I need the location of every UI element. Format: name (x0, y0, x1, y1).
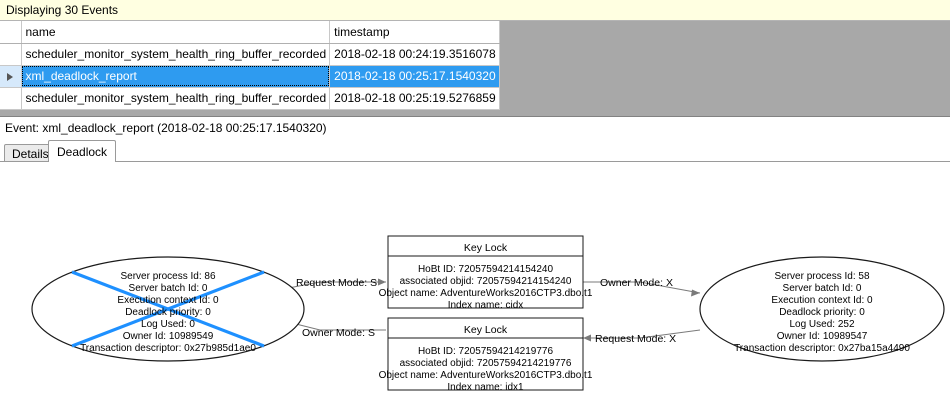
event-detail-header: Event: xml_deadlock_report (2018-02-18 0… (0, 117, 950, 139)
process-left-line-5: Owner Id: 10989549 (123, 331, 214, 342)
row-selector-cell[interactable] (0, 43, 22, 66)
events-banner-label: Displaying 30 Events (6, 3, 119, 17)
key-lock-top[interactable]: Key Lock HoBt ID: 72057594214154240 asso… (379, 235, 593, 311)
column-header-name[interactable]: name (21, 21, 331, 44)
process-left-line-2: Execution context Id: 0 (117, 295, 219, 306)
key-lock-top-shape[interactable] (387, 235, 584, 309)
key-lock-top-line-1: associated objid: 72057594214154240 (400, 276, 572, 287)
edge-right-owner-x-label: Owner Mode: X (600, 277, 673, 289)
events-grid[interactable]: name timestamp scheduler_monitor_system_… (0, 21, 950, 117)
process-right-line-4: Log Used: 252 (789, 319, 854, 330)
tab-details-label: Details (12, 146, 49, 161)
process-right-line-1: Server batch Id: 0 (783, 283, 862, 294)
cell-name[interactable]: scheduler_monitor_system_health_ring_buf… (21, 43, 331, 66)
process-right-line-6: Transaction descriptor: 0x27ba15a4490 (734, 343, 910, 354)
events-banner: Displaying 30 Events (0, 0, 950, 21)
table-row[interactable]: scheduler_monitor_system_health_ring_buf… (0, 87, 500, 110)
cell-name[interactable]: xml_deadlock_report (21, 65, 331, 88)
process-left-line-6: Transaction descriptor: 0x27b985d1ae0 (80, 343, 256, 354)
process-right-line-3: Deadlock priority: 0 (779, 307, 865, 318)
process-left-line-0: Server process Id: 86 (120, 271, 215, 282)
column-header-timestamp[interactable]: timestamp (329, 21, 500, 44)
row-selector-cell-current[interactable] (0, 65, 22, 88)
process-right-line-2: Execution context Id: 0 (771, 295, 873, 306)
process-node-right[interactable]: Server process Id: 58 Server batch Id: 0… (699, 256, 945, 362)
key-lock-bottom-line-2: Object name: AdventureWorks2016CTP3.dbo.… (379, 370, 593, 381)
key-lock-bottom-line-0: HoBt ID: 72057594214219776 (418, 346, 554, 357)
process-node-right-shape[interactable] (699, 256, 945, 362)
cell-timestamp[interactable]: 2018-02-18 00:24:19.3516078 (329, 43, 500, 66)
edge-left-owner-s-label: Owner Mode: S (302, 327, 375, 339)
tab-deadlock[interactable]: Deadlock (48, 140, 117, 162)
key-lock-top-line-0: HoBt ID: 72057594214154240 (418, 264, 554, 275)
cell-name[interactable]: scheduler_monitor_system_health_ring_buf… (21, 87, 331, 110)
key-lock-bottom-line-3: Index name: idx1 (447, 382, 524, 393)
key-lock-bottom-line-1: associated objid: 72057594214219776 (400, 358, 572, 369)
column-header-selector (0, 21, 22, 44)
key-lock-bottom[interactable]: Key Lock HoBt ID: 72057594214219776 asso… (379, 317, 593, 393)
table-header-row: name timestamp (0, 21, 500, 44)
table-row[interactable]: scheduler_monitor_system_health_ring_buf… (0, 43, 500, 66)
deadlock-graph-canvas[interactable]: Request Mode: S Owner Mode: X Owner Mode… (0, 161, 950, 400)
key-lock-top-title: Key Lock (464, 242, 508, 254)
cell-timestamp[interactable]: 2018-02-18 00:25:17.1540320 (329, 65, 500, 88)
edge-right-request-x-label: Request Mode: X (595, 333, 676, 345)
events-table: name timestamp scheduler_monitor_system_… (0, 21, 500, 110)
event-detail-title: Event: xml_deadlock_report (2018-02-18 0… (5, 121, 327, 135)
tab-deadlock-label: Deadlock (57, 144, 108, 159)
process-left-line-4: Log Used: 0 (141, 319, 195, 330)
cell-timestamp[interactable]: 2018-02-18 00:25:19.5276859 (329, 87, 500, 110)
process-node-left[interactable]: Server process Id: 86 Server batch Id: 0… (31, 256, 305, 362)
process-right-line-0: Server process Id: 58 (774, 271, 869, 282)
process-right-line-5: Owner Id: 10989547 (777, 331, 868, 342)
edge-left-request-s-label: Request Mode: S (296, 277, 377, 289)
key-lock-bottom-title: Key Lock (464, 324, 508, 336)
edge-label-group: Request Mode: S Owner Mode: X Owner Mode… (296, 277, 676, 345)
process-left-line-3: Deadlock priority: 0 (125, 307, 211, 318)
table-row-selected[interactable]: xml_deadlock_report 2018-02-18 00:25:17.… (0, 65, 500, 88)
row-selector-cell[interactable] (0, 87, 22, 110)
key-lock-top-line-2: Object name: AdventureWorks2016CTP3.dbo.… (379, 288, 593, 299)
tab-strip: Details Deadlock (0, 139, 950, 162)
current-row-marker-icon (7, 72, 14, 81)
key-lock-bottom-shape[interactable] (387, 317, 584, 391)
process-left-line-1: Server batch Id: 0 (129, 283, 208, 294)
key-lock-top-line-3: Index name: cidx (448, 300, 524, 311)
victim-cross-icon (71, 270, 265, 348)
